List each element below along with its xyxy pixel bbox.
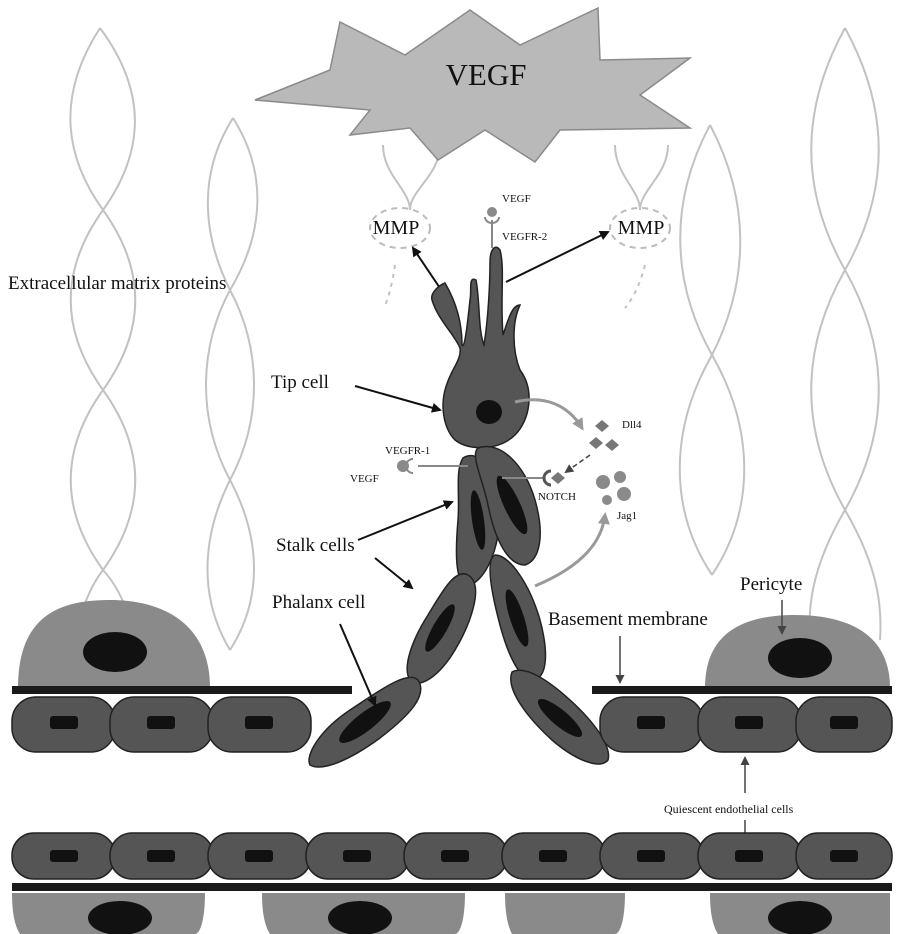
pericyte-bottom-1-nucleus — [88, 901, 152, 934]
pericyte-bottom-4-nucleus — [768, 901, 832, 934]
vegf-ligand-left — [397, 460, 409, 472]
vegfr1-receptor — [397, 459, 468, 473]
phalanx-cell-label: Phalanx cell — [272, 592, 365, 613]
vegf-ligand-top-label: VEGF — [502, 193, 531, 205]
dll4-label: Dll4 — [622, 419, 642, 431]
vegf-ligand-top — [487, 207, 497, 217]
arrow-stalk-2 — [375, 558, 412, 588]
jag1-ligands — [596, 471, 631, 505]
pericyte-bottom-2-nucleus — [328, 901, 392, 934]
pericyte-top-left-nucleus — [83, 632, 147, 672]
vegfr2-receptor — [485, 207, 499, 248]
vegfr2-label: VEGFR-2 — [502, 231, 547, 243]
jag1-label: Jag1 — [617, 510, 637, 522]
quiescent-label: Quiescent endothelial cells — [664, 802, 794, 816]
ecm-fiber-3 — [680, 125, 745, 575]
ecm-fiber-1 — [70, 28, 135, 660]
vegf-source-label: VEGF — [446, 57, 527, 92]
basement-membrane-top-right — [592, 686, 892, 694]
basement-membrane-top-left — [12, 686, 352, 694]
ecm-fiber-4 — [809, 28, 880, 640]
pericyte-bottom-3 — [505, 893, 625, 934]
tip-cell-label: Tip cell — [271, 372, 329, 393]
basement-membrane-label: Basement membrane — [548, 609, 708, 630]
vegf-ligand-left-label: VEGF — [350, 473, 379, 485]
sprout — [309, 247, 608, 767]
arrow-tip-cell — [355, 386, 440, 410]
bottom-vessel — [12, 833, 892, 934]
dll4-ligands — [589, 420, 619, 451]
pericyte-label: Pericyte — [740, 574, 802, 595]
arrow-stalk-1 — [358, 502, 452, 540]
arrow-stalk-to-jag1 — [535, 515, 605, 586]
ecm-label: Extracellular matrix proteins — [8, 273, 226, 294]
mmp-right-label: MMP — [618, 217, 665, 239]
arrow-dll4-to-notch — [566, 455, 590, 472]
ecm-fiber-2 — [206, 118, 257, 650]
notch-label: NOTCH — [538, 491, 576, 503]
stalk-cells-label: Stalk cells — [276, 535, 355, 556]
tip-cell-nucleus — [476, 400, 502, 424]
endothelial-nuclei-bottom — [50, 850, 858, 862]
endothelial-nuclei-top — [50, 716, 858, 729]
basement-membrane-bottom — [12, 883, 892, 891]
pericyte-top-right-nucleus — [768, 638, 832, 678]
mmp-left-label: MMP — [373, 217, 420, 239]
vegfr1-label: VEGFR-1 — [385, 445, 430, 457]
